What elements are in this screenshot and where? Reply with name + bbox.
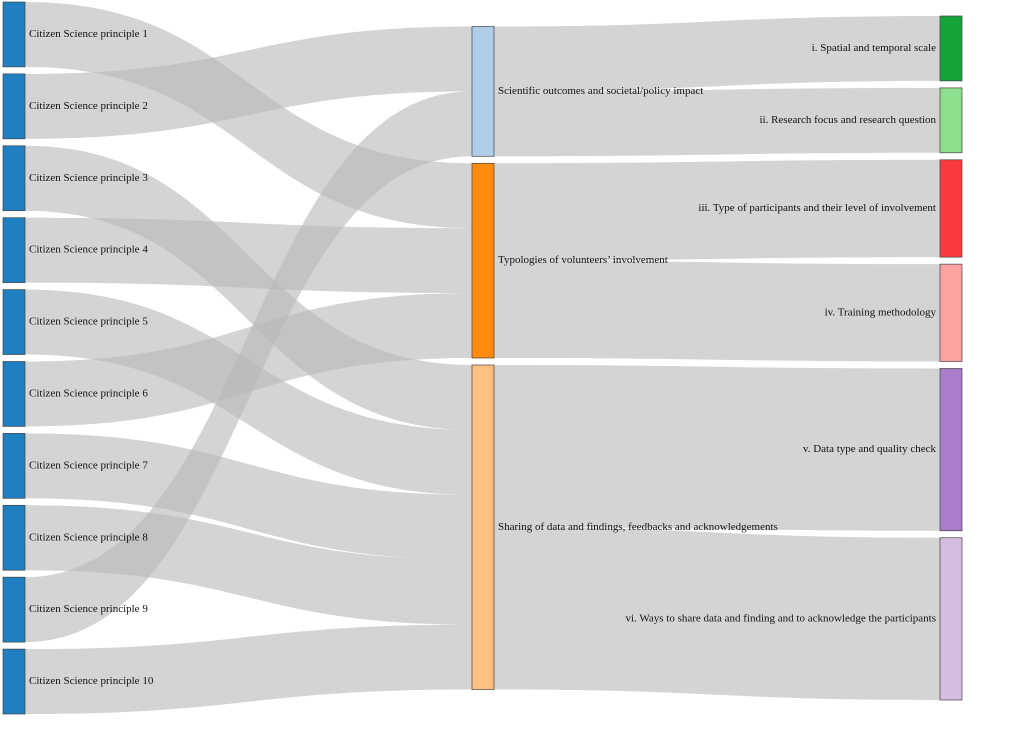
node-p8 — [2, 504, 26, 571]
node-c5 — [939, 368, 963, 532]
label-p6: Citizen Science principle 6 — [29, 387, 148, 399]
sankey-links — [25, 2, 940, 714]
node-p3 — [2, 145, 26, 212]
label-c5: v. Data type and quality check — [803, 443, 937, 455]
label-sha: Sharing of data and findings, feedbacks … — [498, 521, 778, 533]
link-typ-to-c3 — [494, 159, 940, 261]
link-p10-to-sha — [25, 624, 472, 714]
label-p1: Citizen Science principle 1 — [29, 28, 148, 40]
node-p10 — [2, 648, 26, 715]
node-typ — [471, 162, 495, 359]
node-sha — [471, 364, 495, 690]
label-c3: iii. Type of participants and their leve… — [698, 202, 936, 214]
link-typ-to-c4 — [494, 260, 940, 362]
link-p7-to-sha — [25, 433, 472, 560]
label-p7: Citizen Science principle 7 — [29, 459, 148, 471]
label-sci: Scientific outcomes and societal/policy … — [498, 85, 703, 97]
sankey-labels: Citizen Science principle 1 Citizen Scien… — [29, 28, 936, 687]
node-p1 — [2, 1, 26, 68]
label-p3: Citizen Science principle 3 — [29, 172, 148, 184]
node-p9 — [2, 576, 26, 643]
sankey-nodes — [2, 1, 963, 715]
link-sci-to-c1 — [494, 16, 940, 92]
node-p2 — [2, 73, 26, 140]
label-c6: vi. Ways to share data and finding and t… — [626, 612, 937, 624]
link-p4-to-typ — [25, 217, 472, 294]
node-c3 — [939, 159, 963, 258]
link-sha-to-c6 — [494, 527, 940, 700]
label-p4: Citizen Science principle 4 — [29, 244, 148, 256]
node-c1 — [939, 15, 963, 82]
node-p6 — [2, 361, 26, 427]
node-p4 — [2, 217, 26, 283]
node-c2 — [939, 87, 963, 154]
label-c4: iv. Training methodology — [825, 306, 937, 318]
link-sci-to-c2 — [494, 87, 940, 157]
label-p9: Citizen Science principle 9 — [29, 603, 148, 615]
label-c2: ii. Research focus and research question — [759, 114, 936, 126]
link-p2-to-sci — [25, 26, 472, 139]
label-p2: Citizen Science principle 2 — [29, 100, 148, 112]
link-p9-to-sci — [25, 91, 472, 643]
node-c4 — [939, 263, 963, 362]
node-c6 — [939, 537, 963, 701]
link-sha-to-c5 — [494, 365, 940, 531]
label-c1: i. Spatial and temporal scale — [812, 42, 936, 54]
node-p5 — [2, 289, 26, 355]
node-p7 — [2, 433, 26, 499]
label-p5: Citizen Science principle 5 — [29, 316, 148, 328]
node-sci — [471, 26, 495, 157]
label-typ: Typologies of volunteers’ involvement — [498, 254, 668, 266]
label-p8: Citizen Science principle 8 — [29, 531, 148, 543]
label-p10: Citizen Science principle 10 — [29, 675, 154, 687]
